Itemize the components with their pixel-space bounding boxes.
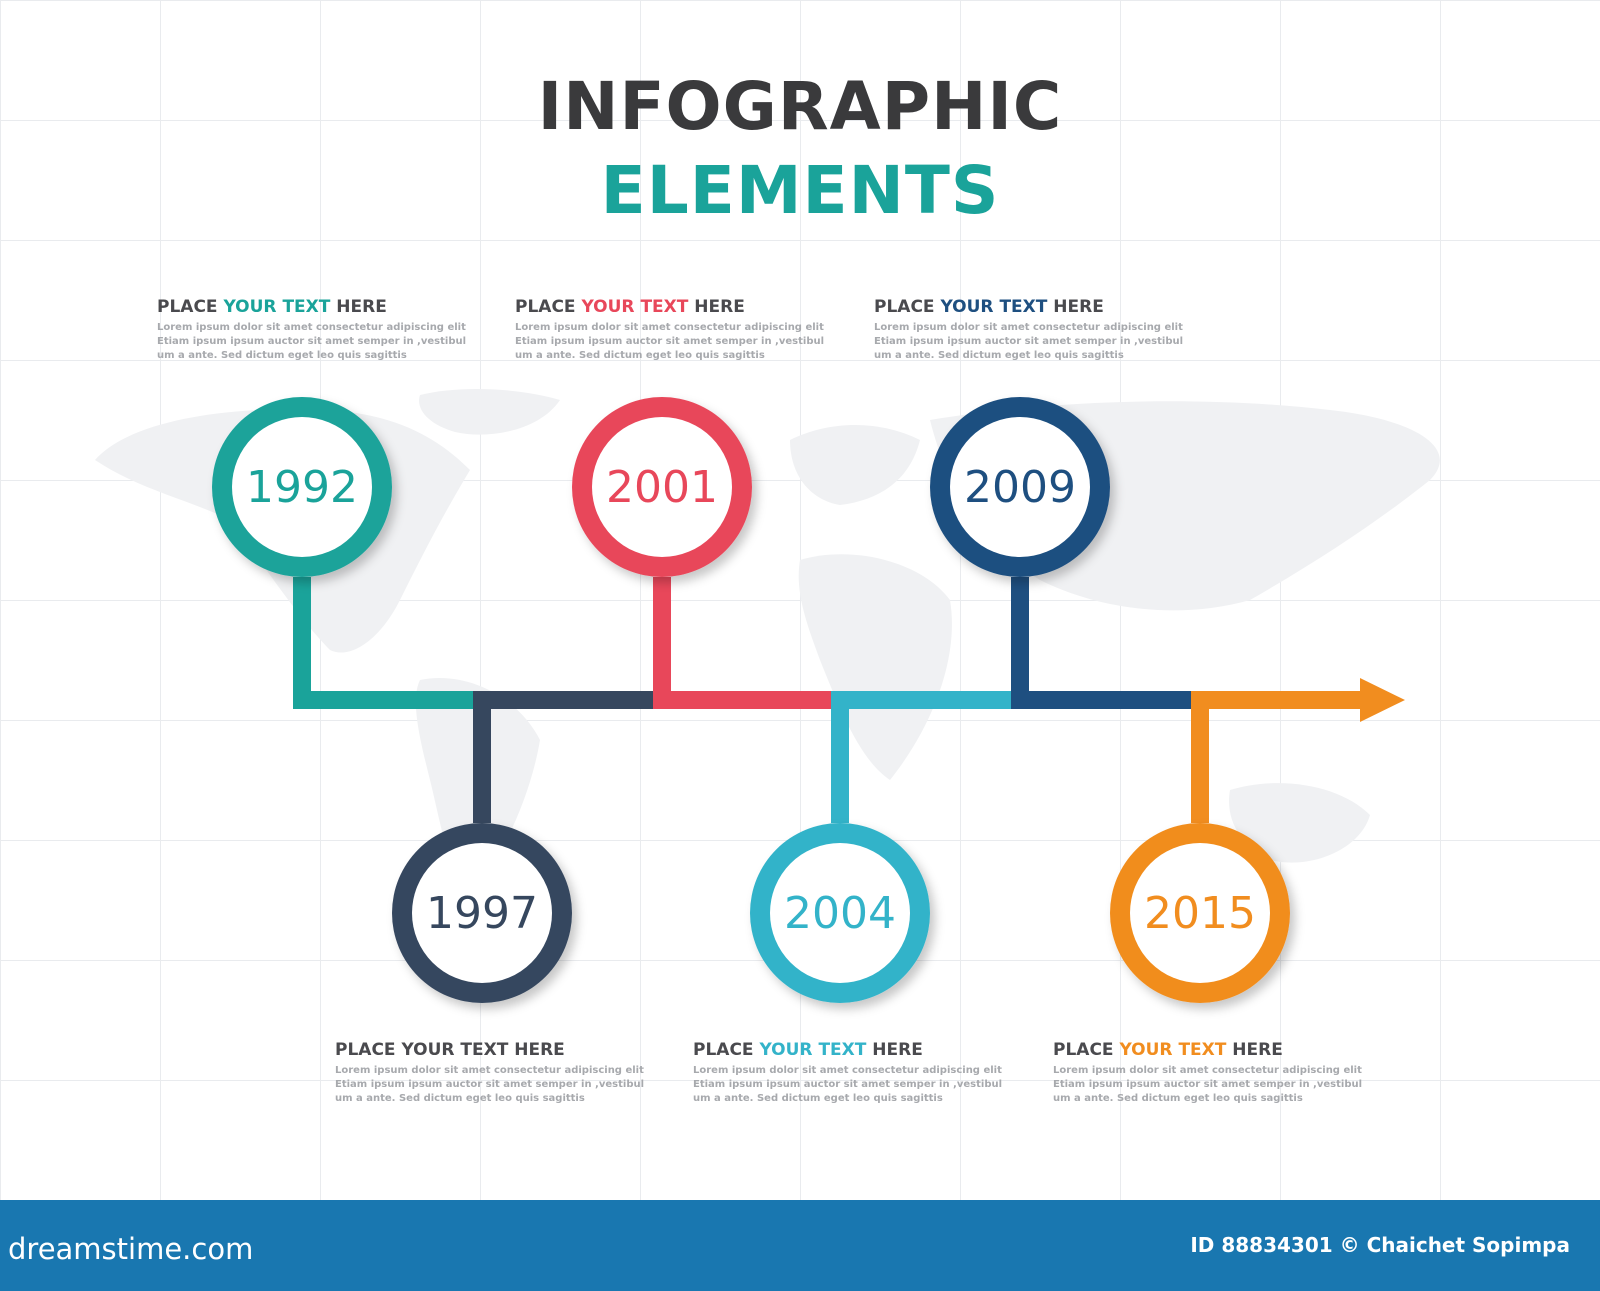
- body-line: Lorem ipsum dolor sit amet consectetur a…: [515, 322, 824, 333]
- milestone-node-1997: 1997: [392, 823, 572, 1003]
- body-line: Lorem ipsum dolor sit amet consectetur a…: [874, 322, 1183, 333]
- body-line: Etiam ipsum ipsum auctor sit amet semper…: [874, 336, 1184, 347]
- footer-bar: [0, 1200, 1600, 1291]
- text-block-heading: PLACE YOUR TEXT HERE: [874, 297, 1174, 317]
- milestone-face-2001: [592, 417, 732, 557]
- body-line: um a ante. Sed dictum eget leo quis sagi…: [693, 1093, 943, 1104]
- body-line: Lorem ipsum dolor sit amet consectetur a…: [1053, 1065, 1362, 1076]
- milestone-node-1992: 1992: [212, 397, 392, 577]
- timeline-diagram: 1992 1997 2001 2004 2009 2015: [212, 397, 1405, 1003]
- heading-pre: PLACE: [874, 297, 941, 317]
- heading-highlight: YOUR TEXT: [759, 1040, 867, 1060]
- footer-brand[interactable]: dreamstime.com: [8, 1232, 254, 1266]
- text-block-heading: PLACE YOUR TEXT HERE: [1053, 1040, 1353, 1060]
- milestone-node-2009: 2009: [930, 397, 1110, 577]
- milestone-year-2009: 2009: [964, 462, 1076, 513]
- heading-highlight: YOUR TEXT: [940, 297, 1048, 317]
- text-block-2009: PLACE YOUR TEXT HERE Lorem ipsum dolor si…: [874, 297, 1184, 363]
- body-line: Etiam ipsum ipsum auctor sit amet semper…: [515, 336, 825, 347]
- text-block-2015: PLACE YOUR TEXT HERE Lorem ipsum dolor si…: [1053, 1040, 1363, 1106]
- body-line: um a ante. Sed dictum eget leo quis sagi…: [335, 1093, 585, 1104]
- continent-europe: [790, 425, 920, 505]
- text-block-body: Lorem ipsum dolor sit amet consectetur a…: [693, 1064, 1003, 1106]
- timeline-stem-2009: [1011, 577, 1029, 700]
- milestone-face-1997: [412, 843, 552, 983]
- continent-greenland: [419, 388, 560, 435]
- heading-post: HERE: [688, 297, 745, 317]
- body-line: Lorem ipsum dolor sit amet consectetur a…: [157, 322, 466, 333]
- milestone-face-1992: [232, 417, 372, 557]
- text-block-heading: PLACE YOUR TEXT HERE: [157, 297, 457, 317]
- text-block-heading: PLACE YOUR TEXT HERE: [335, 1040, 635, 1060]
- timeline-arrowhead: [1360, 678, 1405, 722]
- milestone-year-2001: 2001: [606, 462, 718, 513]
- heading-highlight: YOUR TEXT: [1119, 1040, 1227, 1060]
- body-line: um a ante. Sed dictum eget leo quis sagi…: [515, 350, 765, 361]
- milestone-year-1992: 1992: [246, 462, 358, 513]
- heading-pre: PLACE: [1053, 1040, 1120, 1060]
- text-block-body: Lorem ipsum dolor sit amet consectetur a…: [335, 1064, 645, 1106]
- body-line: Etiam ipsum ipsum auctor sit amet semper…: [157, 336, 467, 347]
- background-grid: [0, 0, 1600, 1200]
- title-line-1: INFOGRAPHIC: [537, 68, 1063, 145]
- body-line: Lorem ipsum dolor sit amet consectetur a…: [693, 1065, 1002, 1076]
- body-line: um a ante. Sed dictum eget leo quis sagi…: [1053, 1093, 1303, 1104]
- timeline-segment-2015: [1191, 691, 1365, 709]
- text-block-1997: PLACE YOUR TEXT HERE Lorem ipsum dolor si…: [335, 1040, 645, 1106]
- timeline-segment-2009: [1011, 691, 1200, 709]
- heading-pre: PLACE: [515, 297, 582, 317]
- heading-pre: PLACE: [693, 1040, 760, 1060]
- timeline-segment-1992: [293, 691, 482, 709]
- heading-pre: PLACE: [157, 297, 224, 317]
- footer-credit: ID 88834301 © Chaichet Sopimpa: [1190, 1233, 1570, 1257]
- milestone-face-2004: [770, 843, 910, 983]
- text-block-body: Lorem ipsum dolor sit amet consectetur a…: [1053, 1064, 1363, 1106]
- timeline-stem-2004: [831, 700, 849, 823]
- milestone-node-2001: 2001: [572, 397, 752, 577]
- text-block-1992: PLACE YOUR TEXT HERE Lorem ipsum dolor si…: [157, 297, 467, 363]
- heading-pre: PLACE YOUR TEXT HERE: [335, 1040, 565, 1060]
- heading-post: HERE: [1226, 1040, 1283, 1060]
- body-line: Etiam ipsum ipsum auctor sit amet semper…: [1053, 1079, 1363, 1090]
- text-block-2004: PLACE YOUR TEXT HERE Lorem ipsum dolor si…: [693, 1040, 1003, 1106]
- text-block-2001: PLACE YOUR TEXT HERE Lorem ipsum dolor si…: [515, 297, 825, 363]
- timeline-segment-2004: [831, 691, 1020, 709]
- body-line: um a ante. Sed dictum eget leo quis sagi…: [874, 350, 1124, 361]
- heading-post: HERE: [866, 1040, 923, 1060]
- heading-post: HERE: [1047, 297, 1104, 317]
- milestone-year-2004: 2004: [784, 888, 896, 939]
- milestone-year-1997: 1997: [426, 888, 538, 939]
- timeline-segment-1997: [473, 691, 662, 709]
- milestone-node-2015: 2015: [1110, 823, 1290, 1003]
- body-line: Lorem ipsum dolor sit amet consectetur a…: [335, 1065, 644, 1076]
- continent-africa: [798, 554, 952, 780]
- timeline-stem-2015: [1191, 700, 1209, 823]
- timeline-segment-2001: [653, 691, 840, 709]
- text-block-body: Lorem ipsum dolor sit amet consectetur a…: [874, 321, 1184, 363]
- milestone-face-2009: [950, 417, 1090, 557]
- text-block-heading: PLACE YOUR TEXT HERE: [693, 1040, 993, 1060]
- body-line: um a ante. Sed dictum eget leo quis sagi…: [157, 350, 407, 361]
- body-line: Etiam ipsum ipsum auctor sit amet semper…: [335, 1079, 645, 1090]
- title-line-2: ELEMENTS: [600, 152, 1000, 229]
- milestone-node-2004: 2004: [750, 823, 930, 1003]
- timeline-stem-1992: [293, 577, 311, 700]
- milestone-year-2015: 2015: [1144, 888, 1256, 939]
- text-block-body: Lorem ipsum dolor sit amet consectetur a…: [157, 321, 467, 363]
- heading-highlight: YOUR TEXT: [581, 297, 689, 317]
- body-line: Etiam ipsum ipsum auctor sit amet semper…: [693, 1079, 1003, 1090]
- timeline-stem-2001: [653, 577, 671, 700]
- text-block-heading: PLACE YOUR TEXT HERE: [515, 297, 815, 317]
- text-block-body: Lorem ipsum dolor sit amet consectetur a…: [515, 321, 825, 363]
- heading-highlight: YOUR TEXT: [223, 297, 331, 317]
- timeline-stem-1997: [473, 700, 491, 823]
- milestone-face-2015: [1130, 843, 1270, 983]
- continent-australia: [1229, 783, 1370, 863]
- heading-post: HERE: [330, 297, 387, 317]
